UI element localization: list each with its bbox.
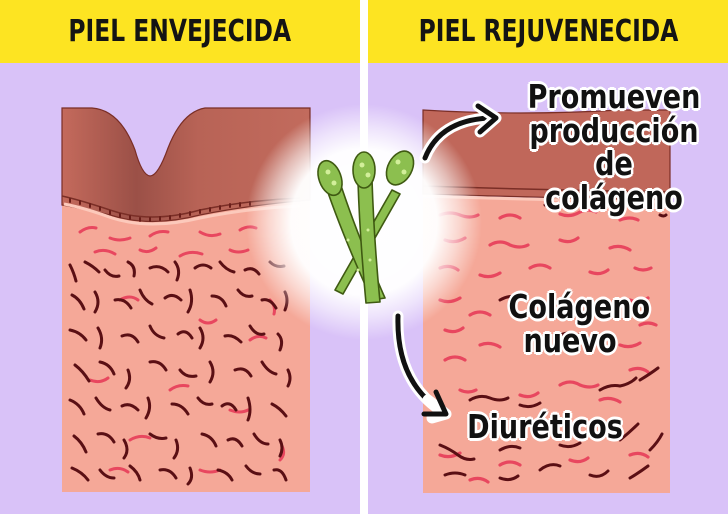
aged-skin-header: PIEL ENVEJECIDA <box>0 0 360 63</box>
label-diuretics: Diuréticos <box>467 407 623 446</box>
label-promote-collagen: Promueven producción de colágeno <box>527 77 701 217</box>
arrow-to-bottom-label <box>392 310 452 424</box>
rejuvenated-skin-title: PIEL REJUVENECIDA <box>418 14 678 49</box>
asparagus-icon <box>317 150 415 304</box>
aged-skin-title: PIEL ENVEJECIDA <box>68 14 292 49</box>
rejuvenated-skin-header: PIEL REJUVENECIDA <box>368 0 728 63</box>
label-new-collagen: Colágeno nuevo <box>508 287 651 360</box>
arrow-to-top-label <box>419 100 502 164</box>
